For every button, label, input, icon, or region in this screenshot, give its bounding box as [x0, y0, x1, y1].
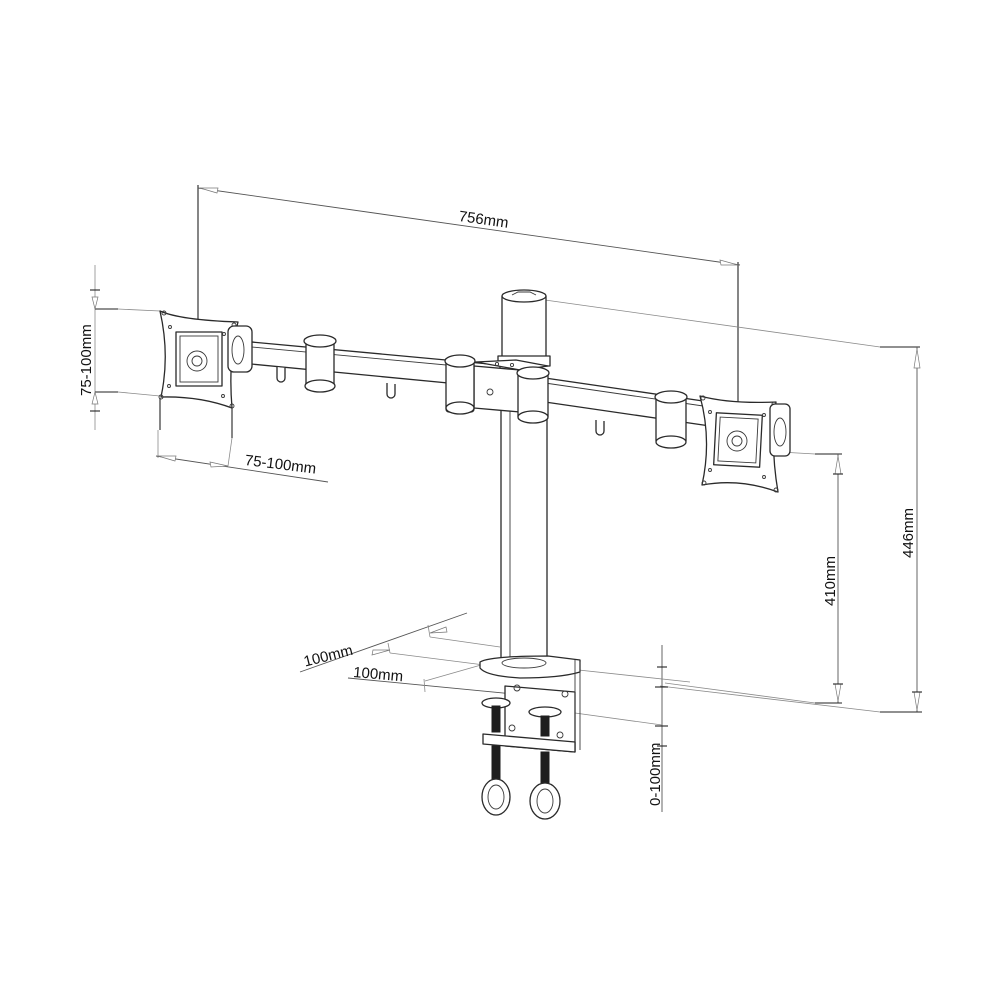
- dimension-vesa-height: [90, 265, 161, 430]
- arm-joint-center-right: [516, 366, 550, 424]
- cable-clips: [276, 367, 605, 436]
- dimension-vesa-width: [155, 398, 329, 483]
- arm-joint-left: [303, 334, 337, 393]
- desk-clamp: [479, 655, 581, 753]
- dimension-total-height: [544, 299, 922, 713]
- clamp-screw-left: [481, 697, 511, 816]
- label-clamp-range: 0-100mm: [647, 742, 664, 806]
- label-vesa-height: 75-100mm: [78, 324, 95, 396]
- dimension-clamp-range: [559, 645, 691, 812]
- arm-joint-right: [654, 390, 688, 449]
- center-pole: [500, 409, 548, 673]
- label-arm-height: 410mm: [822, 555, 839, 606]
- left-vesa-plate: [158, 310, 253, 409]
- arm-joint-center-left: [444, 354, 476, 415]
- right-vesa-plate: [699, 395, 791, 493]
- dimension-overall-width: [197, 185, 741, 420]
- label-total-height: 446mm: [900, 507, 917, 558]
- dimension-arm-height: [664, 451, 843, 704]
- clamp-screw-right: [528, 706, 562, 820]
- pole-cap: [497, 289, 551, 367]
